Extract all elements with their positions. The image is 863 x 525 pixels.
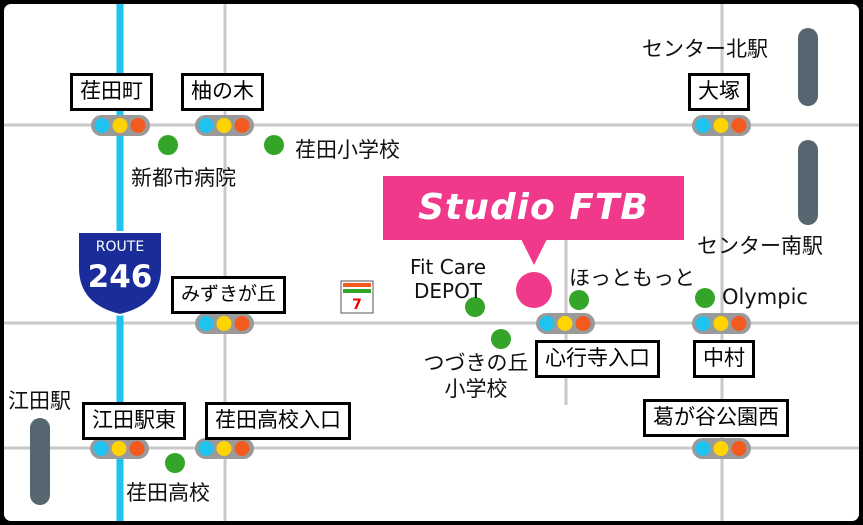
poi-olympic: Olympic	[722, 285, 808, 309]
poi-markers	[158, 135, 715, 473]
signal-icon	[195, 313, 254, 334]
intersection-yuzu-no-ki: 柚の木	[181, 73, 264, 111]
traffic-signals	[90, 115, 751, 459]
convenience-store-icon: 7	[340, 280, 374, 314]
intersection-nakamura: 中村	[693, 340, 755, 378]
intersection-nishida-machi: 荏田町	[70, 73, 153, 111]
signal-icon	[91, 115, 150, 136]
poi-nishida-high-school: 荏田高校	[126, 481, 210, 505]
signal-icon	[195, 115, 254, 136]
station-eda: 江田駅	[8, 389, 71, 413]
signal-icon	[536, 313, 595, 334]
svg-text:7: 7	[352, 297, 362, 313]
poi-dot-tsuzuki	[491, 329, 511, 349]
signal-icon	[90, 438, 149, 459]
intersection-shingyoji-iriguchi: 心行寺入口	[535, 340, 660, 378]
signal-icon	[692, 115, 751, 136]
studio-location-marker-icon[interactable]	[516, 272, 552, 308]
signal-icon	[195, 438, 254, 459]
poi-shin-toshi-hospital: 新都市病院	[131, 166, 236, 190]
poi-fitcare-line1: Fit Care	[409, 255, 487, 279]
poi-dot-hospital	[158, 135, 178, 155]
poi-tsuzuki: つづきの丘 小学校	[418, 350, 534, 402]
poi-dot-elementary	[264, 135, 284, 155]
intersection-otsuka: 大塚	[688, 73, 750, 111]
poi-dot-high-school	[165, 453, 185, 473]
poi-fitcare-line2: DEPOT	[413, 279, 483, 303]
signal-icon	[692, 313, 751, 334]
poi-hottomotto: ほっともっと	[569, 266, 695, 290]
station-center-minami: センター南駅	[697, 234, 823, 258]
route-246-shield-icon: ROUTE 246	[77, 231, 163, 317]
railway	[30, 28, 818, 505]
route-shield-number: 246	[88, 259, 153, 295]
intersection-eda-eki-higashi: 江田駅東	[82, 402, 186, 440]
studio-name-label[interactable]: Studio FTB	[383, 176, 684, 240]
poi-dot-olympic	[695, 288, 715, 308]
poi-dot-hottomotto	[569, 290, 589, 310]
poi-fitcare: Fit Care DEPOT	[403, 255, 493, 303]
poi-tsuzuki-line1: つづきの丘	[423, 351, 529, 375]
signal-icon	[692, 438, 751, 459]
intersection-mizukigaoka: みずきが丘	[171, 276, 287, 314]
poi-tsuzuki-line2: 小学校	[444, 377, 508, 401]
poi-nishida-elementary: 荏田小学校	[295, 138, 400, 162]
studio-label-pointer	[521, 239, 547, 265]
station-center-kita: センター北駅	[642, 37, 768, 61]
poi-dot-fitcare	[465, 297, 485, 317]
route-shield-top: ROUTE	[96, 239, 144, 255]
intersection-kuzugaya-koen-nishi: 葛が谷公園西	[643, 399, 789, 437]
intersection-nishida-koko-iriguchi: 荏田高校入口	[205, 402, 351, 440]
